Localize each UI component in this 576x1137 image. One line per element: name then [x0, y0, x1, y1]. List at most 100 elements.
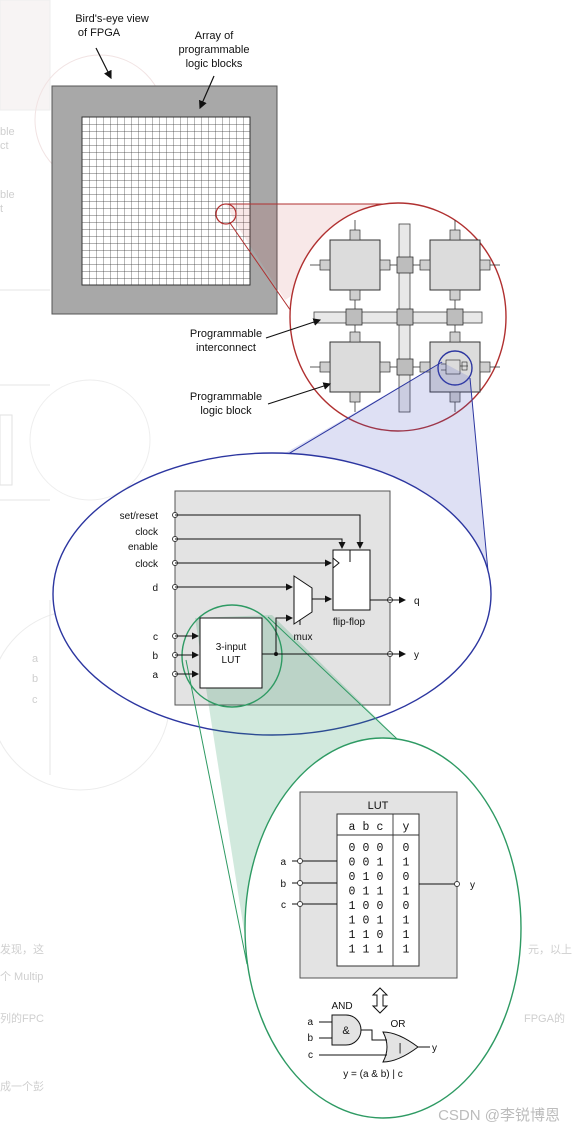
- y-label: y: [414, 650, 419, 661]
- truth-table-cell: 1: [377, 886, 384, 899]
- truth-table-cell: 1: [349, 929, 356, 942]
- truth-table-cell: 0: [349, 857, 356, 870]
- interconnect-detail: Programmable interconnect Programmable l…: [190, 202, 507, 432]
- q-label: q: [414, 596, 420, 607]
- d-label: d: [152, 583, 158, 594]
- truth-table-cell: 0: [377, 900, 384, 913]
- clock-label: clock: [135, 527, 159, 538]
- lut-label: 3-input: [216, 642, 247, 653]
- clock-label: clock: [135, 559, 159, 570]
- bg-fragment: a: [32, 653, 39, 665]
- truth-table: [336, 813, 420, 967]
- and-gate: [331, 1014, 362, 1046]
- lut-input-a: a: [280, 857, 286, 868]
- truth-table-cell: 0: [363, 900, 370, 913]
- b-label: b: [152, 651, 158, 662]
- truth-table-header: b: [363, 821, 370, 834]
- truth-table-cell: 1: [403, 944, 410, 957]
- logic-block: [429, 239, 481, 291]
- lut-input-c: c: [281, 900, 286, 911]
- lut-title: LUT: [368, 800, 389, 812]
- birdseye-label: Bird's-eye view: [75, 13, 149, 25]
- truth-table-cell: 1: [363, 944, 370, 957]
- interconnect-arrow: [265, 318, 322, 339]
- gate-input-c: c: [308, 1050, 313, 1061]
- truth-table-cell: 0: [363, 915, 370, 928]
- array-label: logic blocks: [186, 58, 243, 70]
- logic-block-label: logic block: [200, 405, 252, 417]
- bg-fragment: c: [32, 694, 38, 706]
- logic-block-label: Programmable: [190, 391, 262, 403]
- truth-table-cell: 1: [377, 857, 384, 870]
- bg-fragment: 发现，这: [0, 942, 44, 956]
- array-label: programmable: [179, 44, 250, 56]
- bg-fragment: t: [0, 203, 3, 215]
- logic-block-arrow: [267, 382, 332, 405]
- boolean-equation: y = (a & b) | c: [343, 1069, 403, 1080]
- truth-table-cell: 1: [377, 915, 384, 928]
- gate-output-y: y: [432, 1043, 437, 1054]
- switch-boxes: [345, 256, 464, 376]
- watermark: CSDN @李锐博恩: [438, 1107, 560, 1124]
- truth-table-cell: 1: [403, 929, 410, 942]
- logic-block-array: [81, 116, 251, 286]
- truth-table-cell: 0: [377, 871, 384, 884]
- interconnect-label: interconnect: [196, 342, 256, 354]
- array-label: Array of: [195, 30, 234, 42]
- truth-table-cell: 1: [363, 871, 370, 884]
- gate-input-a: a: [307, 1017, 313, 1028]
- flip-flop: [332, 549, 371, 611]
- a-label: a: [152, 670, 158, 681]
- zoom-marker-green: [181, 604, 283, 708]
- mux: [293, 575, 313, 625]
- truth-table-cell: 1: [403, 915, 410, 928]
- equivalence-arrow-icon: [371, 987, 389, 1014]
- truth-table-cell: 1: [349, 915, 356, 928]
- truth-table-cell: 1: [349, 944, 356, 957]
- c-label: c: [153, 632, 158, 643]
- truth-table-cell: 0: [363, 842, 370, 855]
- truth-table-cell: 0: [403, 871, 410, 884]
- lut-input-b: b: [280, 879, 286, 890]
- truth-table-header: a: [349, 821, 356, 834]
- truth-table-cell: 0: [349, 871, 356, 884]
- bg-fragment: FPGA的: [524, 1011, 565, 1025]
- logic-block: [329, 239, 381, 291]
- bg-fragment: 元，以上: [528, 943, 572, 956]
- bg-fragment: 成一个彭: [0, 1079, 44, 1093]
- truth-table-cell: 0: [349, 886, 356, 899]
- truth-table-cell: 0: [377, 929, 384, 942]
- truth-table-cell: 0: [403, 900, 410, 913]
- birdseye-label: of FPGA: [78, 27, 121, 39]
- or-label: OR: [391, 1019, 406, 1030]
- truth-table-cell: 0: [349, 842, 356, 855]
- birdseye-arrow: [95, 47, 112, 80]
- truth-table-cell: 0: [377, 842, 384, 855]
- set-reset-label: set/reset: [120, 511, 159, 522]
- and-symbol: &: [342, 1025, 350, 1037]
- bg-fragment: ble: [0, 189, 15, 201]
- lut-label: LUT: [222, 655, 241, 666]
- lut-output-y: y: [470, 880, 475, 891]
- truth-table-cell: 1: [403, 857, 410, 870]
- bg-fragment: 列的FPC: [0, 1011, 44, 1025]
- truth-table-cell: 0: [403, 842, 410, 855]
- truth-table-header: c: [377, 821, 384, 834]
- truth-table-cell: 1: [363, 929, 370, 942]
- truth-table-header: y: [403, 821, 410, 834]
- or-symbol: |: [399, 1042, 402, 1054]
- truth-table-cell: 0: [363, 857, 370, 870]
- enable-label: enable: [128, 542, 158, 553]
- flip-flop-label: flip-flop: [333, 617, 366, 628]
- logic-block: [329, 341, 381, 393]
- bg-fragment: b: [32, 673, 38, 685]
- interconnect-label: Programmable: [190, 328, 262, 340]
- truth-table-cell: 1: [363, 886, 370, 899]
- bg-fragment: ct: [0, 140, 9, 152]
- truth-table-cell: 1: [349, 900, 356, 913]
- and-label: AND: [331, 1001, 352, 1012]
- zoom-marker-blue: [437, 350, 473, 386]
